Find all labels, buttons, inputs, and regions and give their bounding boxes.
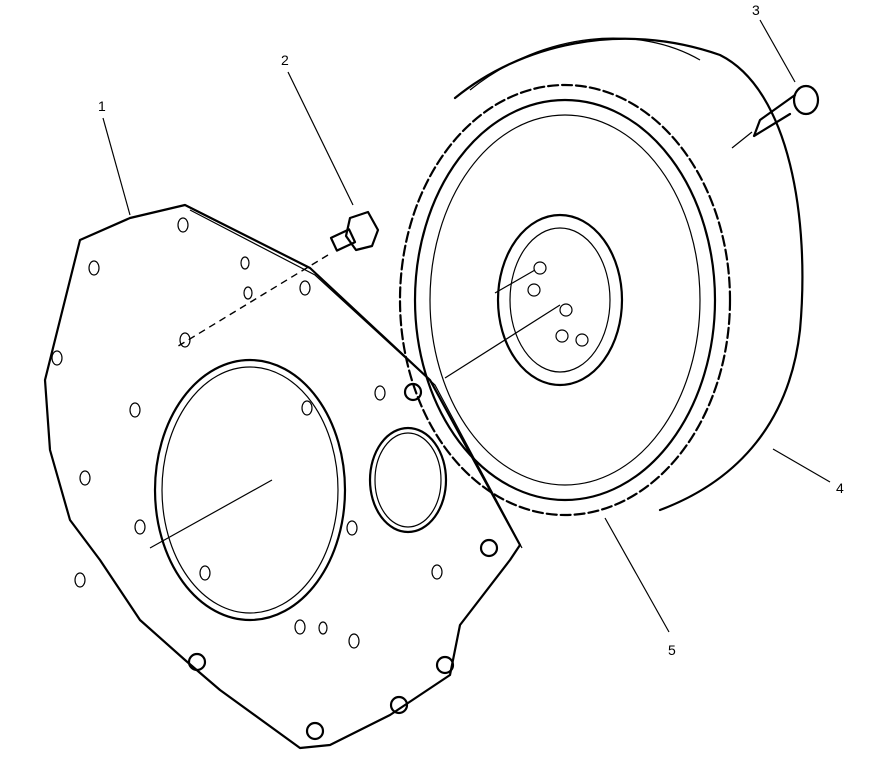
callout-3: 3 — [752, 2, 760, 18]
flywheel-part-5 — [398, 83, 732, 517]
bolt-part-3 — [731, 84, 820, 149]
callout-1: 1 — [98, 98, 106, 114]
callout-4: 4 — [836, 480, 844, 496]
back-plate-part-1 — [43, 203, 523, 750]
leader-lines — [102, 19, 831, 633]
callout-2: 2 — [281, 52, 289, 68]
flywheel-housing-part-4 — [453, 37, 804, 512]
callout-5: 5 — [668, 642, 676, 658]
bolt-part-2 — [174, 210, 380, 349]
